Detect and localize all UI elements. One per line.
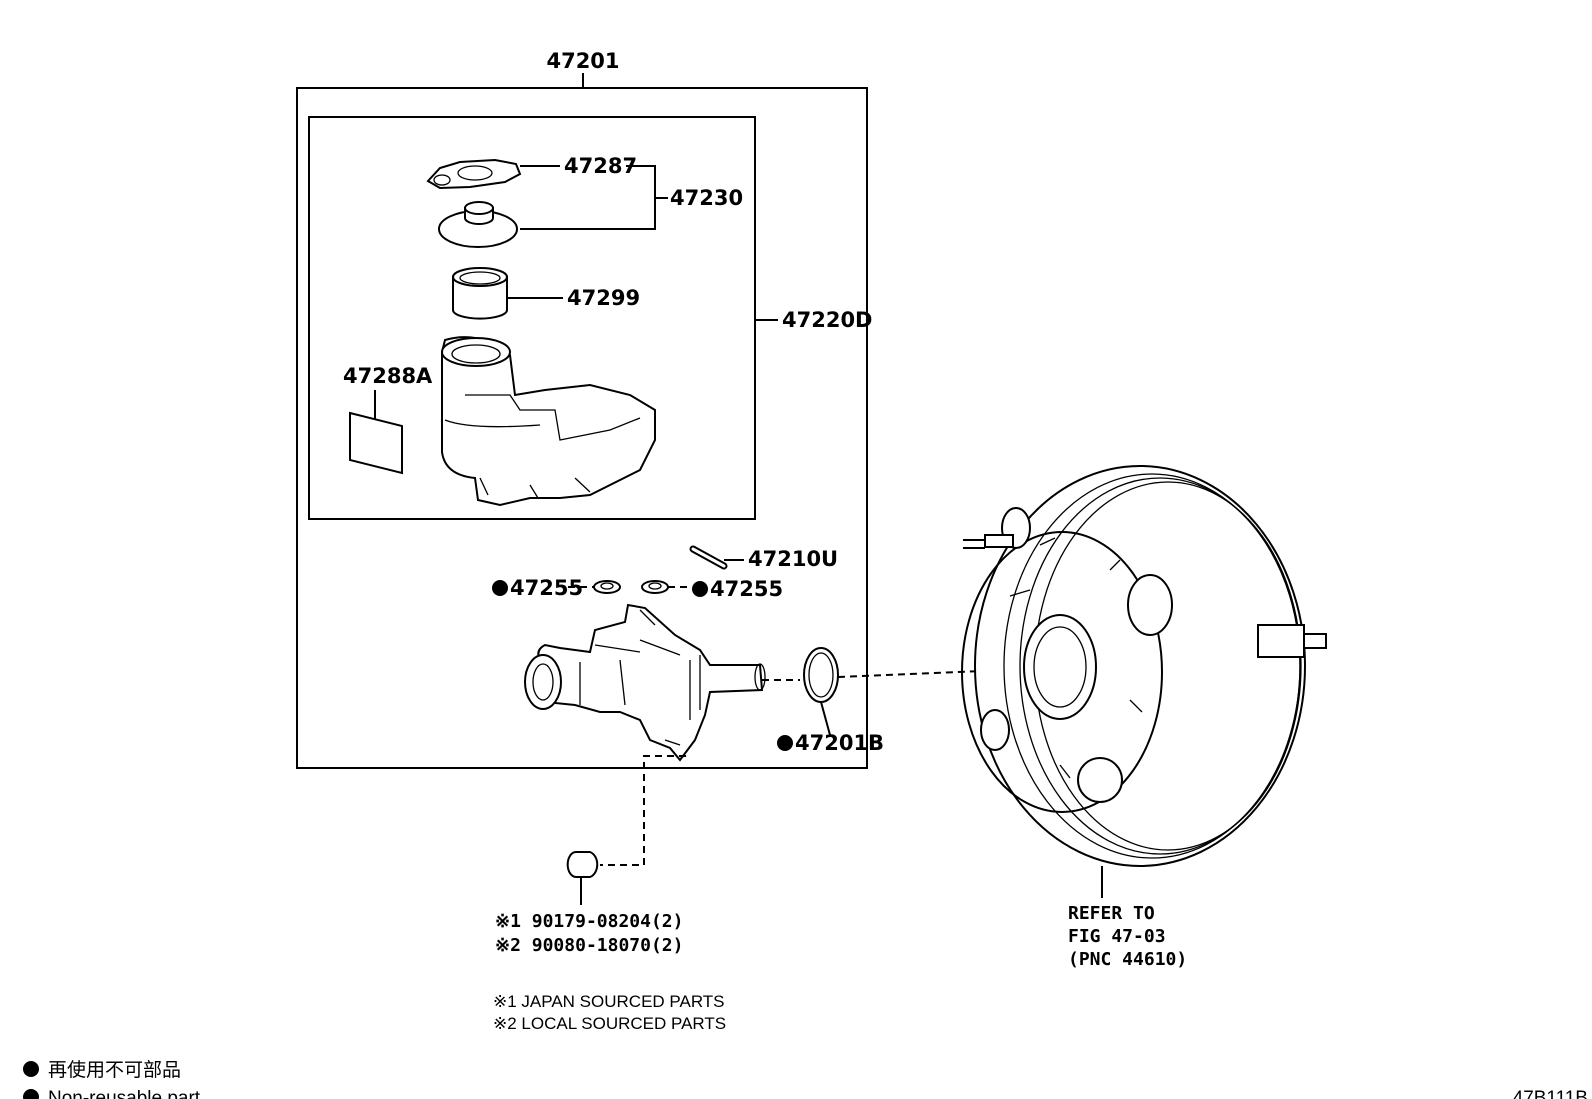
note-local-sourced: ※2 LOCAL SOURCED PARTS [493, 1014, 726, 1033]
strainer-part [452, 267, 563, 320]
reservoir-cap-part [438, 201, 518, 248]
reservoir-body-part [441, 336, 656, 507]
refer-line-1[interactable]: REFER TO [1068, 903, 1155, 924]
note-japan-sourced: ※1 JAPAN SOURCED PARTS [493, 992, 725, 1011]
pin-part [689, 545, 744, 570]
reservoir-frame [308, 116, 778, 520]
non-reusable-marker [777, 735, 793, 751]
fastener-part-number-2[interactable]: ※2 90080-18070(2) [495, 935, 683, 956]
cap-gasket-part [426, 158, 560, 190]
caution-plate-part [349, 390, 403, 475]
figure-id: 47B111B [1513, 1088, 1588, 1099]
label-47255-right[interactable]: 47255 [710, 577, 783, 601]
label-47220D[interactable]: 47220D [782, 308, 873, 332]
label-47230[interactable]: 47230 [670, 186, 743, 210]
refer-line-2[interactable]: FIG 47-03 [1068, 926, 1166, 947]
legend-marker [23, 1089, 39, 1099]
grommet-left-part [568, 580, 621, 594]
non-reusable-marker [692, 581, 708, 597]
o-ring-part [803, 647, 839, 736]
fastener-part [566, 755, 686, 905]
label-47287[interactable]: 47287 [564, 154, 637, 178]
legend-japanese: 再使用不可部品 [48, 1059, 181, 1081]
grommet-right-part [641, 580, 690, 594]
label-47255-left[interactable]: 47255 [510, 576, 583, 600]
label-47288A[interactable]: 47288A [343, 364, 433, 388]
fastener-part-number-1[interactable]: ※1 90179-08204(2) [495, 911, 683, 932]
non-reusable-marker [492, 580, 508, 596]
cap-sub-bracket [520, 165, 668, 230]
assembly-frame [296, 73, 868, 769]
refer-line-3[interactable]: (PNC 44610) [1068, 949, 1187, 970]
legend-marker [23, 1061, 39, 1077]
legend-english: Non-reusable part [48, 1088, 201, 1099]
label-47201B[interactable]: 47201B [795, 731, 884, 755]
master-cylinder-part [524, 603, 800, 762]
label-47201[interactable]: 47201 [546, 49, 619, 73]
brake-booster-part [961, 465, 1327, 898]
label-47210U[interactable]: 47210U [748, 547, 838, 571]
label-47299[interactable]: 47299 [567, 286, 640, 310]
